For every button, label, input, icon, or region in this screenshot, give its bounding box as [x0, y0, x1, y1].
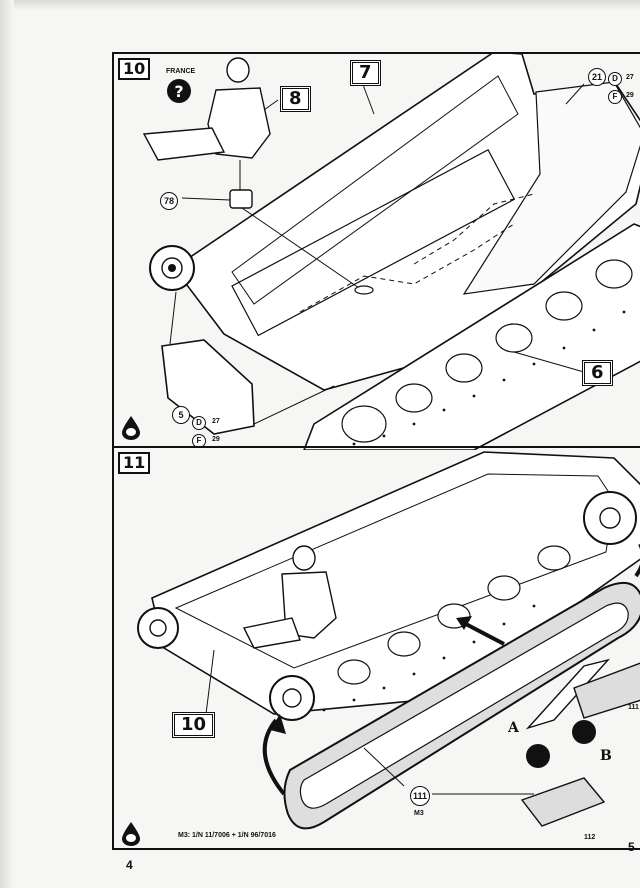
question-icon: ? — [167, 79, 191, 103]
callout-111: 111 — [410, 786, 430, 806]
part-10-ref-label: 10 — [172, 712, 216, 738]
page-number-left: 4 — [126, 858, 133, 872]
country-label: FRANCE — [166, 68, 196, 75]
step-10-illustration — [142, 54, 640, 450]
part-7-label: 7 — [350, 60, 381, 86]
step-11-illustration — [137, 451, 640, 830]
paint-note: M3: 1/N 11/7006 + 1/N 96/7016 — [178, 832, 276, 839]
callout-d-top: D — [608, 72, 622, 86]
step-10-panel: 10 — [112, 52, 640, 450]
page-top-edge — [0, 0, 640, 10]
part-6-label: 6 — [582, 360, 613, 386]
d-value-top: 27 — [626, 74, 634, 81]
f-value-top: 29 — [626, 92, 634, 99]
page-number-right: 5 — [628, 840, 635, 854]
link-a-label: A — [508, 720, 519, 736]
callout-78: 78 — [160, 192, 178, 210]
callout-5: 5 — [172, 406, 190, 424]
part-8-label: 8 — [280, 86, 311, 112]
step-11-panel: 11 — [112, 446, 640, 850]
link-b-label: B — [600, 748, 612, 764]
f-value-bottom: 29 — [212, 436, 220, 443]
d-value-bottom: 27 — [212, 418, 220, 425]
callout-d-bottom: D — [192, 416, 206, 430]
svg-text:?: ? — [174, 82, 183, 101]
step-number: 10 — [118, 58, 151, 80]
track-code: M3 — [414, 810, 424, 817]
binding-shadow — [0, 0, 14, 888]
callout-f-top: F — [608, 90, 622, 104]
track-link-112: 112 — [584, 834, 596, 841]
track-link-111-partial: 111 — [628, 704, 639, 711]
step-number: 11 — [118, 452, 151, 474]
drop-icon — [122, 822, 140, 846]
callout-21: 21 — [588, 68, 606, 86]
drop-icon — [122, 416, 140, 440]
